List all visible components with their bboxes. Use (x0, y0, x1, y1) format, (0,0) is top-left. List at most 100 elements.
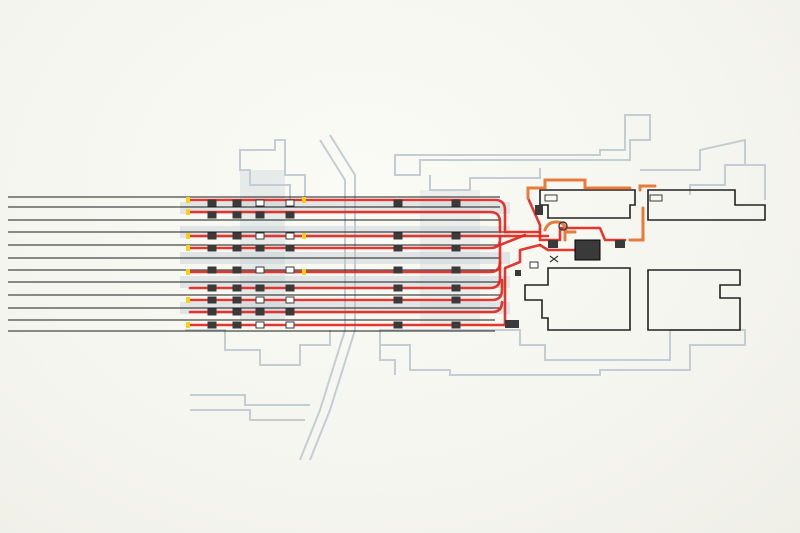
central-equipment-hub (505, 194, 663, 328)
equipment-box (232, 296, 242, 304)
equipment-box (285, 296, 295, 304)
equipment-box (285, 266, 295, 274)
ghost-road-2 (309, 134, 356, 461)
junction-box (529, 261, 539, 269)
station-buildings (524, 189, 766, 331)
equipment-box (393, 266, 403, 274)
equipment-cabinet (548, 240, 558, 248)
track-end-markers (186, 197, 306, 328)
equipment-box (232, 244, 242, 252)
equipment-box (232, 284, 242, 292)
ghost-road-4 (190, 409, 305, 421)
equipment-box (451, 244, 461, 252)
marker-yellow (186, 322, 190, 328)
junction-ring (558, 221, 568, 231)
ghost-road-3 (190, 394, 310, 406)
equipment-box (207, 308, 217, 316)
trackside-equipment (207, 199, 461, 329)
ghost-bottom-edge (379, 345, 396, 375)
equipment-box (232, 266, 242, 274)
equipment-box (255, 266, 265, 274)
cable-route (526, 196, 627, 242)
building-central (524, 267, 631, 331)
equipment-box (451, 284, 461, 292)
ghost-inner-hall (429, 168, 541, 191)
equipment-box (451, 266, 461, 274)
ghost-sw-block (185, 329, 331, 366)
equipment-box (232, 199, 242, 207)
marker-yellow (302, 197, 306, 203)
equipment-box (393, 321, 403, 329)
building-north (539, 189, 636, 219)
background-site-plan (185, 114, 766, 461)
equipment-box (207, 199, 217, 207)
cable-route (188, 198, 542, 234)
equipment-box (207, 232, 217, 240)
equipment-cabinet (515, 270, 521, 276)
building-southeast (647, 269, 741, 331)
ghost-road-1 (299, 139, 346, 461)
marker-yellow (186, 297, 190, 303)
equipment-box (451, 232, 461, 240)
equipment-box (285, 199, 295, 207)
equipment-box (285, 211, 295, 219)
equipment-cabinet (535, 205, 543, 215)
marker-yellow (186, 233, 190, 239)
cable-route (188, 300, 504, 314)
equipment-box (393, 199, 403, 207)
equipment-box (451, 199, 461, 207)
marker-yellow (186, 245, 190, 251)
equipment-box (255, 199, 265, 207)
equipment-box (393, 244, 403, 252)
equipment-box (232, 321, 242, 329)
equipment-cabinet (505, 320, 519, 328)
junction-box (544, 194, 558, 202)
equipment-box (207, 284, 217, 292)
secondary-route-segment (638, 184, 657, 192)
equipment-box (255, 321, 265, 329)
secondary-route-segment (543, 220, 568, 234)
cable-route (188, 210, 502, 234)
marker-yellow (186, 269, 190, 275)
equipment-box (207, 296, 217, 304)
equipment-box (255, 244, 265, 252)
cable-route (538, 243, 580, 252)
cable-route (188, 278, 504, 302)
cable-route (188, 234, 502, 250)
equipment-box (255, 232, 265, 240)
marker-yellow (186, 209, 190, 215)
equipment-box (285, 232, 295, 240)
marker-yellow (302, 233, 306, 239)
ghost-south-block (379, 329, 746, 376)
equipment-box (393, 232, 403, 240)
equipment-box (207, 211, 217, 219)
equipment-box (255, 211, 265, 219)
ghost-right-edge (745, 164, 766, 200)
junction-box (649, 194, 663, 202)
main-equipment-cabinet (574, 239, 601, 261)
equipment-box (285, 308, 295, 316)
cable-route (188, 260, 502, 290)
equipment-box (207, 244, 217, 252)
equipment-box (207, 321, 217, 329)
ghost-station-hall (394, 114, 651, 176)
marker-yellow (186, 197, 190, 203)
equipment-box (207, 266, 217, 274)
secondary-cable-route (526, 178, 657, 242)
equipment-box (285, 284, 295, 292)
cable-routes (188, 196, 627, 327)
marker-yellow (302, 269, 306, 275)
equipment-box (232, 308, 242, 316)
secondary-route-segment (526, 178, 632, 200)
equipment-box (232, 232, 242, 240)
equipment-cabinet (615, 240, 625, 248)
equipment-box (393, 296, 403, 304)
equipment-box (255, 308, 265, 316)
equipment-box (255, 296, 265, 304)
equipment-box (451, 296, 461, 304)
crossing-mark (549, 255, 559, 263)
building-northeast (647, 189, 766, 221)
equipment-box (285, 321, 295, 329)
